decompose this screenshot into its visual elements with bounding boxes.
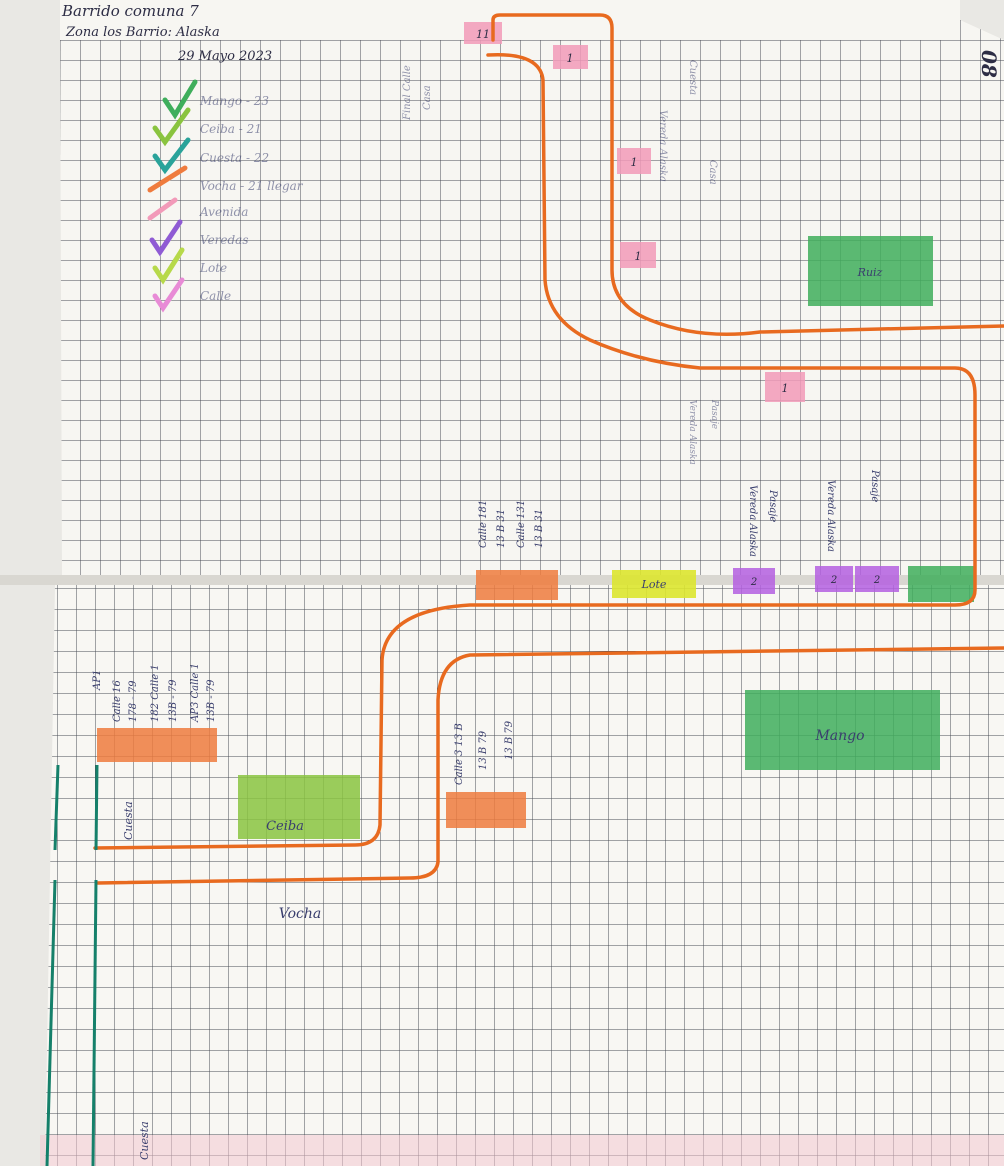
vertical-note: Cuesta [687,60,698,95]
ceiba-label: Ceiba [266,819,304,834]
calle-right-text: 13 B 79 [504,720,515,760]
header-line1: Barrido comuna 7 [61,2,199,20]
header-line2: Zona los Barrio: Alaska [65,25,220,40]
pink-tag-label: 11 [476,28,490,41]
calle-note: Calle 131 [516,500,527,548]
mango-label: Mango [814,728,864,744]
bottom-page-grid [45,585,1004,1166]
pink-tag-label: 1 [631,156,638,169]
vocha-label: Vocha [279,906,321,922]
legend-entry-text: Cuesta - 22 [200,151,269,165]
street-label: Vereda Alaska [747,485,758,557]
calle-right-text: Calle 3 13 B [454,723,465,785]
street-label: Vereda Alaska [825,480,836,552]
purple-tag-label: 2 [750,577,757,588]
legend-entry-text: Mango - 23 [199,94,269,108]
teal-street-segment [96,765,97,850]
legend-entry-text: Veredas [200,233,249,247]
green-block-top-label: Ruiz [857,266,883,279]
calle-column-text: 182 Calle 1 [150,664,161,722]
calle-note: 13 B 31 [496,509,507,548]
street-label: Pasaje [869,469,880,502]
vertical-note: Casa [707,160,718,185]
purple-tag-label: 2 [830,575,837,586]
calle-column-text: 13B - 79 [168,679,179,722]
pink-tag-label: 1 [635,250,642,263]
legend-entry-text: Ceiba - 21 [200,122,262,136]
calle-note: Calle 181 [478,500,489,548]
legend-entry-text: Lote [199,261,227,275]
green-block-fold [908,566,974,602]
calle-note: 13 B 31 [534,509,545,548]
bottom-edge-tint [40,1135,1004,1166]
calle-right-text: 13 B 79 [478,730,489,770]
cuesta2-label: Cuesta [138,1121,151,1160]
header-date: 29 Mayo 2023 [177,49,272,64]
legend-entry-text: Avenida [199,205,248,219]
legend-entry-text: Calle [200,289,231,303]
orange-block-api [97,728,217,762]
vertical-note: Final Calle [402,65,413,121]
street-label: Pasaje [767,489,778,522]
street-label: Pasaje [709,399,719,429]
cuesta-label: Cuesta [122,801,135,840]
calle-column-text: 13B - 79 [206,679,217,722]
street-label: Vereda Alaska [687,400,697,465]
orange-block-fold [476,570,558,600]
lote-label: Lote [641,578,667,591]
vertical-note: Vereda Alaska [657,110,668,182]
orange-block-bottom [446,792,526,828]
pink-tag-label: 1 [567,52,574,65]
calle-column-text: Calle 16 [112,680,123,722]
page-number: 08 [977,50,1001,78]
api-label: AP1 [92,670,103,691]
calle-column-text: 178 - 79 [128,680,139,722]
vertical-note: Casa [422,85,433,110]
purple-tag-label: 2 [873,575,880,586]
legend-entry-text: Vocha - 21 llegar [200,179,304,193]
pink-tag-label: 1 [782,382,789,395]
calle-column-text: AP3 Calle 1 [190,663,201,723]
